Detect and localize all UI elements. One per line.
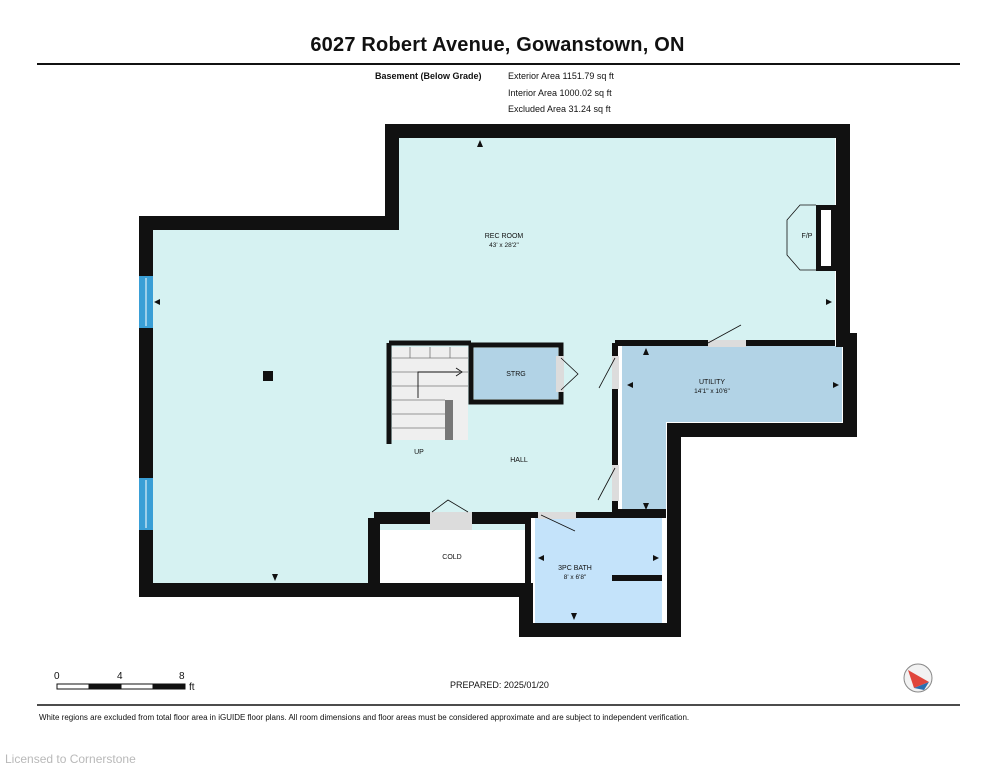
bath-label: 3PC BATH 8' x 6'8" (558, 565, 592, 581)
page-title: 6027 Robert Avenue, Gowanstown, ON (310, 34, 685, 56)
scale-bar (56, 683, 186, 690)
interior-area: Interior Area 1000.02 sq ft (508, 88, 612, 98)
cold-room-area (379, 530, 527, 583)
stair-arrow (417, 371, 460, 398)
dimension-arrows (154, 140, 839, 620)
cold-room-label: COLD (442, 554, 462, 561)
fireplace (786, 204, 816, 271)
support-column (263, 371, 273, 381)
hall-label: HALL (510, 457, 528, 464)
scale-tick-0: 0 (54, 671, 60, 682)
utility-label: UTILITY 14'1" x 10'6" (694, 379, 730, 395)
license-watermark: Licensed to Cornerstone (5, 752, 136, 766)
fireplace-label: F/P (801, 233, 813, 240)
stairs-label: UP (414, 449, 424, 456)
bath-area (535, 518, 662, 623)
scale-tick-4: 4 (117, 671, 123, 682)
exterior-area: Exterior Area 1151.79 sq ft (508, 71, 614, 81)
storage-label: STRG (506, 371, 526, 378)
scale-unit: ft (189, 682, 195, 693)
utility-area (622, 346, 842, 512)
stair-walls (386, 340, 471, 444)
title-rule (37, 63, 960, 65)
stair-treads (392, 347, 468, 429)
compass-icon (903, 663, 933, 693)
rec-room-label: REC ROOM 43' x 28'2" (484, 233, 524, 249)
storage-area (474, 348, 558, 399)
scale-tick-8: 8 (179, 671, 185, 682)
disclaimer: White regions are excluded from total fl… (39, 713, 690, 722)
stairs-area (392, 347, 468, 440)
level-name: Basement (Below Grade) (375, 71, 482, 81)
prepared-date: PREPARED: 2025/01/20 (450, 680, 549, 690)
excluded-area: Excluded Area 31.24 sq ft (508, 104, 611, 114)
